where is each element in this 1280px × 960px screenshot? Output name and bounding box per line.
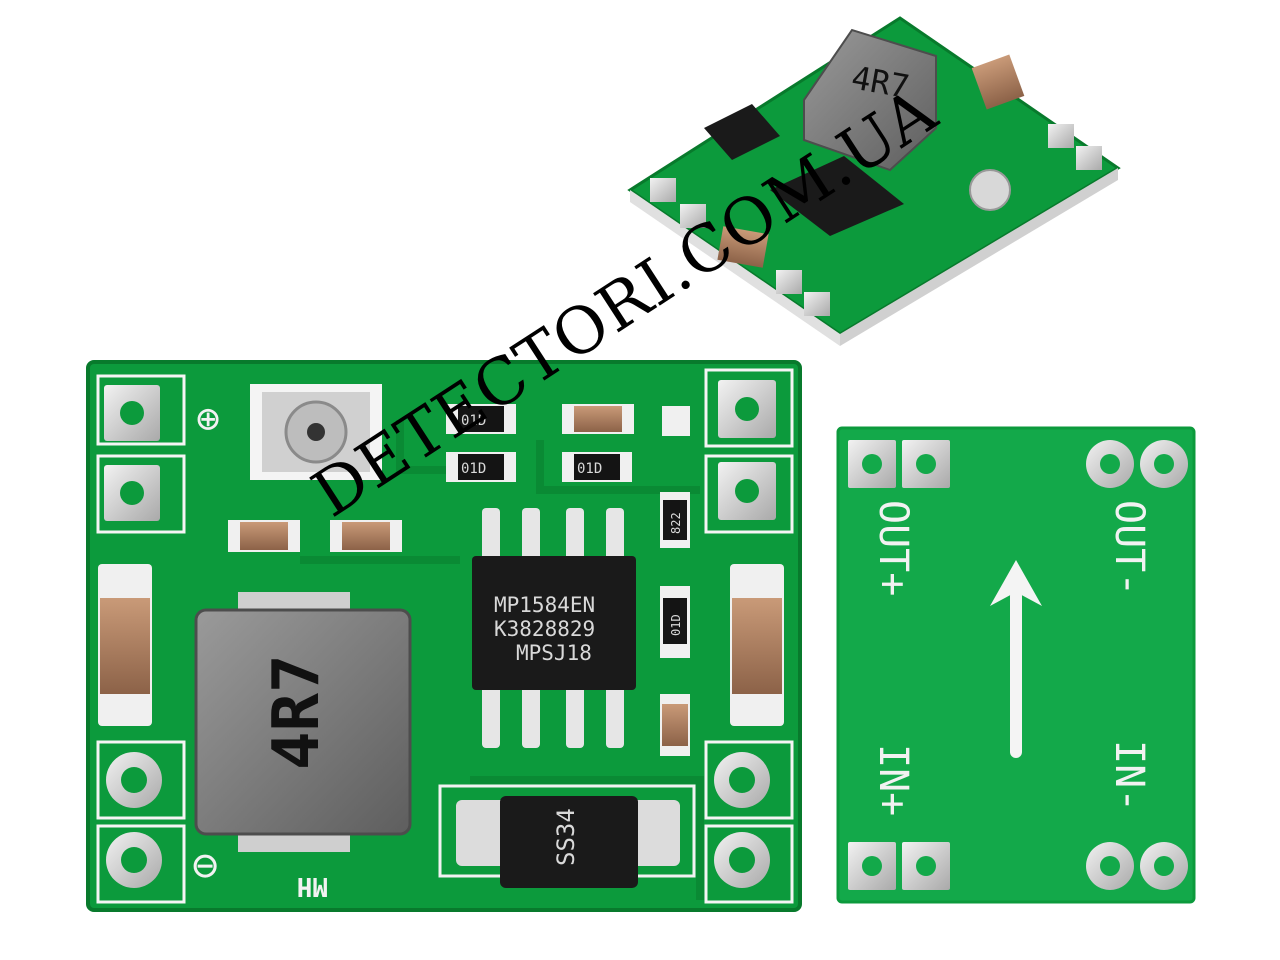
label-out-minus: OUT-: [1106, 500, 1152, 596]
smd-capacitor: [562, 404, 634, 434]
smd-capacitor: [228, 520, 300, 552]
label-out-plus: OUT+: [870, 500, 916, 596]
arrow-up-icon: [990, 560, 1042, 758]
svg-text:MPSJ18: MPSJ18: [516, 641, 592, 665]
input-capacitor: [98, 564, 152, 726]
svg-text:SS34: SS34: [552, 808, 580, 866]
back-board: OUT+ OUT- IN+ IN-: [836, 426, 1196, 904]
corner-pads: [96, 368, 794, 904]
minus-symbol: ⊖: [192, 840, 219, 891]
output-capacitor: [730, 564, 784, 726]
svg-text:822: 822: [669, 512, 683, 534]
smd-capacitor: [330, 520, 402, 552]
silk-brand: MH: [297, 871, 328, 901]
smd-resistor: 01D: [446, 452, 516, 482]
svg-text:01D: 01D: [577, 461, 602, 477]
svg-text:01D: 01D: [669, 614, 683, 636]
svg-text:01D: 01D: [461, 413, 486, 429]
smd-resistor: 01D: [660, 586, 690, 658]
label-in-plus: IN+: [870, 744, 916, 816]
trimmer-potentiometer: [250, 384, 382, 480]
smd-capacitor: [660, 694, 690, 756]
front-board: ⊕ ⊖ 01D 01D 01D 822 01D: [86, 360, 802, 912]
smd-capacitor: [662, 406, 690, 436]
plus-symbol: ⊕: [196, 396, 220, 442]
smd-resistor: 01D: [562, 452, 632, 482]
smd-resistor: 01D: [446, 404, 516, 434]
svg-text:01D: 01D: [461, 461, 486, 477]
svg-text:MP1584EN: MP1584EN: [494, 593, 595, 617]
ss34-diode: SS34: [438, 784, 696, 888]
mp1584en-chip: MP1584EN K3828829 MPSJ18: [472, 508, 636, 748]
top-board: 4R7: [627, 16, 1121, 346]
inductor: 4R7: [194, 592, 412, 852]
label-in-minus: IN-: [1106, 740, 1152, 812]
svg-text:K3828829: K3828829: [494, 617, 595, 641]
svg-text:4R7: 4R7: [260, 654, 334, 770]
smd-resistor: 822: [660, 492, 690, 548]
